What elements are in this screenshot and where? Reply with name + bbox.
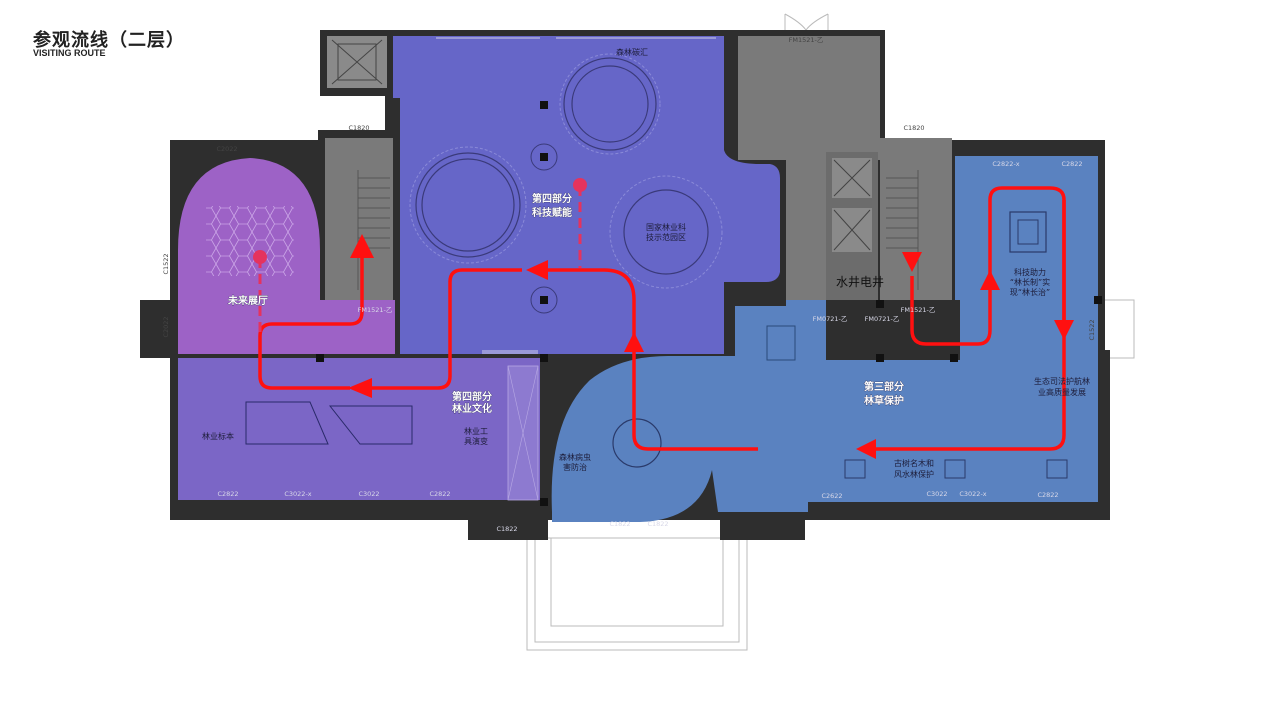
label-water-well: 水井	[836, 275, 860, 289]
zone-title-part4-tech-2: 科技赋能	[532, 206, 572, 219]
zone-title-part4-culture-2: 林业文化	[452, 402, 492, 415]
zone-forest-pest	[551, 356, 712, 522]
columns	[316, 101, 1102, 506]
code-fm1521-right: FM1521-乙	[901, 306, 936, 314]
visiting-route	[258, 186, 1066, 451]
arrow-up-icon	[350, 234, 374, 258]
zone-title-part4-tech-1: 第四部分	[532, 192, 572, 205]
zone-part4-tech	[393, 36, 780, 354]
label-tech-chief-1: 科技助力	[1014, 267, 1046, 277]
zone-title-part3-1: 第三部分	[864, 380, 904, 393]
route-path-right	[876, 200, 1066, 451]
label-national-demo-1: 国家林业科	[646, 222, 686, 232]
zone-part4-culture	[178, 358, 540, 500]
label-forestry-specimens: 林业标本	[202, 431, 234, 441]
code-fm0721-b: FM0721-乙	[865, 315, 900, 323]
label-eco-justice-1: 生态司法护航林	[1034, 376, 1090, 386]
label-tech-chief-2: “林长制”实	[1010, 277, 1050, 287]
code-c2822-b1: C2822	[217, 490, 238, 498]
code-c1822-c: C1822	[647, 520, 668, 528]
code-c2822-b2: C2822	[429, 490, 450, 498]
label-national-demo-2: 技示范园区	[646, 232, 686, 242]
zone-title-part3-2: 林草保护	[864, 394, 904, 407]
label-ancient-trees-2: 风水林保护	[894, 469, 934, 479]
route-path-main	[632, 350, 758, 451]
code-c2022-small: C2022	[162, 316, 170, 337]
arrow-up-icon	[980, 270, 1000, 290]
arrow-up-icon	[624, 332, 644, 352]
location-marker-icon	[253, 250, 267, 264]
code-c3022-b3: C3022	[926, 490, 947, 498]
label-forest-pest-1: 森林病虫	[559, 452, 591, 462]
code-c2822-top-a: C2822-x	[992, 160, 1019, 168]
route-path-loop	[910, 276, 992, 346]
code-fm1521-left: FM1521-乙	[358, 306, 393, 314]
code-fm0721-a: FM0721-乙	[813, 315, 848, 323]
page-title: 参观流线（二层）	[33, 30, 185, 51]
arrow-left-icon	[348, 378, 372, 398]
label-ancient-trees-1: 古树名木和	[894, 458, 934, 468]
interior-details	[206, 37, 1068, 479]
zone-title-cylinder-room: 未来展厅	[227, 294, 268, 307]
arrow-down-icon	[902, 252, 922, 272]
code-c3022-b1: C3022-x	[284, 490, 311, 498]
code-c1822-b: C1822	[609, 520, 630, 528]
label-forest-carbon: 森林碳汇	[616, 47, 648, 57]
code-c1522-right: C1522	[1088, 319, 1096, 340]
position-markers	[253, 178, 587, 336]
code-c2822-top-b: C2822	[1061, 160, 1082, 168]
zone-title-part4-culture-1: 第四部分	[452, 390, 492, 403]
code-fm1521-top: FM1521-乙	[789, 36, 824, 44]
code-c2822-b3: C2822	[1037, 491, 1058, 499]
arrow-left-icon	[526, 260, 548, 280]
code-c1820-left: C1820	[348, 124, 369, 132]
label-forest-pest-2: 害防治	[563, 462, 587, 472]
arrow-left-icon	[856, 439, 876, 459]
label-tools-1: 林业工	[464, 426, 488, 436]
label-tools-2: 具演变	[464, 436, 488, 446]
location-marker-icon	[573, 178, 587, 192]
code-c1822-a: C1822	[496, 525, 517, 533]
arrow-down-icon	[1054, 320, 1074, 340]
route-arrows	[348, 234, 1074, 459]
code-c1522-left: C1522	[162, 253, 170, 274]
code-c2622: C2622	[821, 492, 842, 500]
label-power-well: 电井	[860, 275, 884, 289]
stair-right	[880, 138, 952, 300]
service-areas	[325, 36, 952, 300]
label-tech-chief-3: 现“林长治”	[1010, 287, 1050, 297]
stair-left	[325, 138, 393, 300]
service-core	[738, 36, 880, 160]
code-c1820-right: C1820	[903, 124, 924, 132]
label-eco-justice-2: 业高质量发展	[1038, 387, 1086, 397]
page-subtitle: VISITING ROUTE	[33, 48, 106, 58]
code-c3022-b2: C3022	[358, 490, 379, 498]
code-c2022-top: C2022	[216, 145, 237, 153]
code-c3022-b4: C3022-x	[959, 490, 986, 498]
